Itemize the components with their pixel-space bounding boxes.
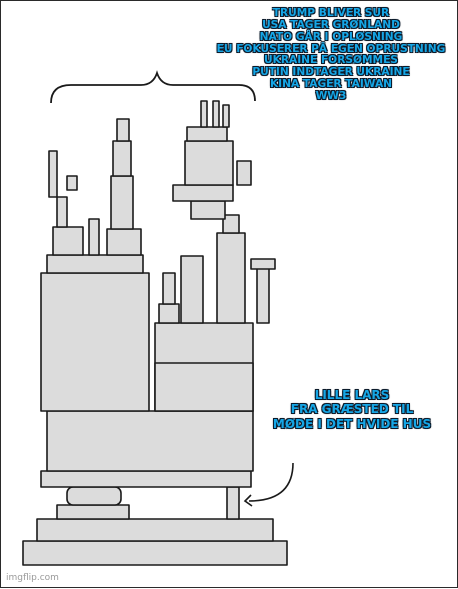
caption-line: PUTIN INDTAGER UKRAINE (252, 66, 410, 79)
left-nub (66, 175, 78, 191)
big-left-block (40, 272, 150, 412)
left-stack-base (52, 226, 84, 256)
caption-line: WW3 (315, 90, 347, 103)
upper-block (184, 140, 234, 186)
right-pillar-2 (216, 232, 246, 324)
base-plate (36, 518, 274, 542)
left-pole (48, 150, 58, 198)
top-stick-2 (212, 100, 220, 128)
right-post-small (158, 303, 180, 324)
left-tower (110, 175, 134, 230)
lower-block (46, 410, 254, 472)
round-stone (66, 486, 122, 506)
mid-slab (40, 470, 252, 488)
far-right-cap (250, 258, 276, 270)
caption-line: EU FOKUSERER PÅ EGEN OPRUSTNING (216, 42, 446, 55)
base-slab (22, 540, 288, 566)
caption-line: UKRAINE FORSØMMES (264, 54, 398, 67)
right-thin-post (162, 272, 176, 305)
left-stick (56, 196, 68, 228)
left-small-top (116, 118, 130, 142)
right-pillar-1 (180, 255, 204, 324)
upper-plate (172, 184, 234, 202)
top-stick-3 (222, 104, 230, 128)
right-small-post (236, 160, 252, 186)
right-lower-block (154, 362, 254, 412)
top-stick-1 (200, 100, 208, 128)
top-caption: TRUMP BLIVER SUR USA TAGER GRØNLAND NATO… (209, 7, 453, 103)
upper-cap (186, 126, 228, 142)
bottom-caption: LILLE LARS FRA GRÆSTED TIL MØDE I DET HV… (263, 388, 441, 431)
left-post (88, 218, 100, 256)
caption-line: USA TAGER GRØNLAND (262, 18, 400, 31)
caption-line: TRUMP BLIVER SUR (272, 7, 390, 19)
upper-slab (190, 200, 226, 220)
caption-line: NATO GÅR I OPLØSNING (259, 30, 403, 43)
right-pillar-cap (222, 214, 240, 234)
pointer-arrow (248, 462, 294, 502)
caption-line: MØDE I DET HVIDE HUS (272, 416, 432, 431)
left-cube (106, 228, 142, 256)
pointer-arrow-head (243, 494, 253, 507)
far-right-post (256, 266, 270, 324)
caption-line: KINA TAGER TAIWAN (269, 78, 393, 91)
small-step (56, 504, 130, 520)
curly-brace (50, 70, 256, 104)
left-tower-top (112, 140, 132, 177)
small-support-pin (226, 486, 240, 520)
caption-line: FRA GRÆSTED TIL (290, 402, 414, 417)
caption-line: LILLE LARS (314, 388, 390, 402)
imgflip-watermark: imgflip.com (6, 573, 59, 583)
left-top-slab (46, 254, 144, 274)
